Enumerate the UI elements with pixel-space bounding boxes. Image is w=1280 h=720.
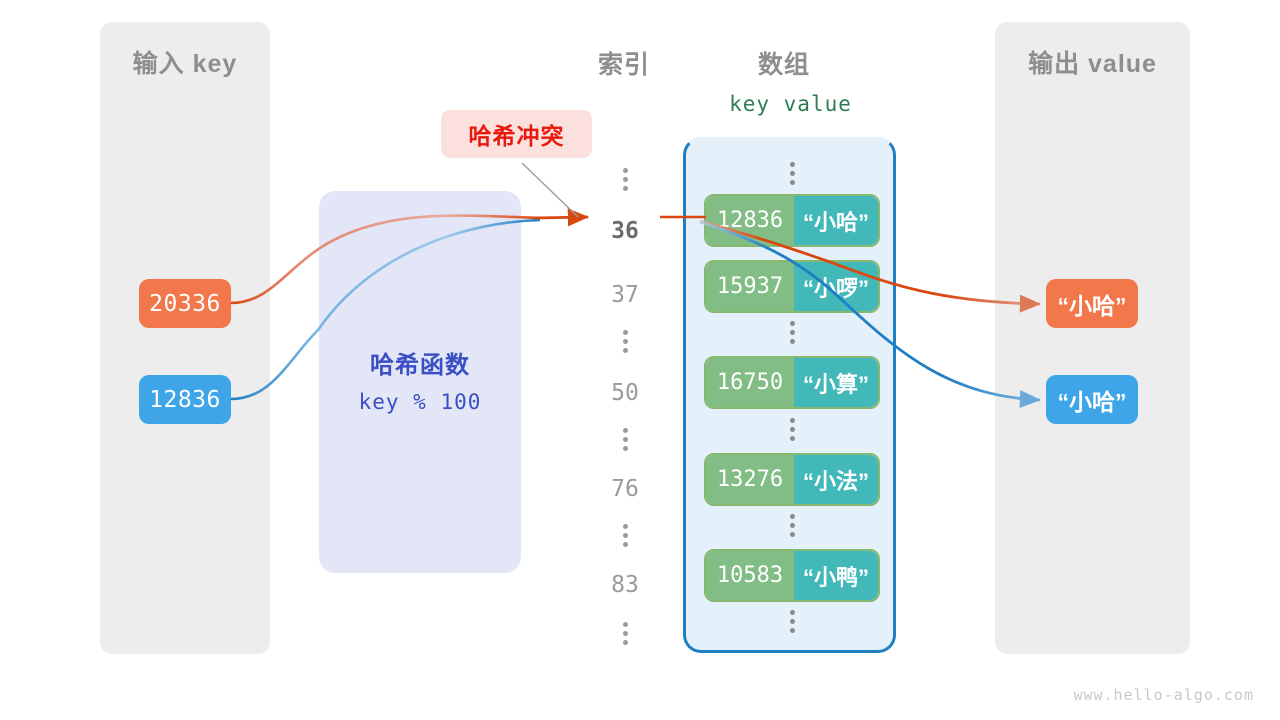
index-column-heading: 索引 bbox=[598, 51, 651, 79]
bucket-ellipsis bbox=[686, 514, 899, 537]
bucket-key: 13276 bbox=[706, 455, 794, 504]
index-ellipsis bbox=[585, 622, 665, 645]
index-ellipsis bbox=[585, 168, 665, 191]
output-value-panel: 输出 value bbox=[995, 22, 1190, 654]
hash-function-expression: key % 100 bbox=[358, 390, 482, 414]
bucket-value: “小鸭” bbox=[793, 551, 878, 600]
bucket-ellipsis bbox=[686, 418, 899, 441]
index-label-37: 37 bbox=[611, 282, 639, 308]
index-ellipsis bbox=[585, 330, 665, 353]
array-column-heading: 数组 bbox=[758, 51, 811, 79]
bucket-key: 10583 bbox=[706, 551, 794, 600]
input-key-0: 20336 bbox=[139, 279, 231, 328]
bucket-row: 10583“小鸭” bbox=[704, 549, 880, 602]
array-container: 12836“小哈” 15937“小啰” 16750“小算” 13276“小法” 1058… bbox=[683, 137, 896, 653]
bucket-key: 15937 bbox=[706, 262, 794, 311]
index-ellipsis bbox=[585, 524, 665, 547]
bucket-row: 12836“小哈” bbox=[704, 194, 880, 247]
bucket-value: “小算” bbox=[793, 358, 878, 407]
bucket-row: 13276“小法” bbox=[704, 453, 880, 506]
hash-collision-callout: 哈希冲突 bbox=[441, 110, 592, 158]
bucket-row: 15937“小啰” bbox=[704, 260, 880, 313]
bucket-value: “小啰” bbox=[793, 262, 878, 311]
output-value-1: “小哈” bbox=[1046, 375, 1138, 424]
index-label-50: 50 bbox=[611, 380, 639, 406]
bucket-value: “小法” bbox=[793, 455, 878, 504]
index-label-83: 83 bbox=[611, 572, 639, 598]
bucket-ellipsis bbox=[686, 321, 899, 344]
hash-function-title: 哈希函数 bbox=[370, 352, 470, 379]
output-panel-title: 输出 value bbox=[1028, 50, 1157, 78]
input-panel-title: 输入 key bbox=[132, 50, 238, 78]
input-key-1: 12836 bbox=[139, 375, 231, 424]
hash-function-box: 哈希函数 key % 100 bbox=[319, 191, 521, 573]
bucket-row: 16750“小算” bbox=[704, 356, 880, 409]
bucket-ellipsis bbox=[686, 610, 899, 633]
index-ellipsis bbox=[585, 428, 665, 451]
index-column: 36 37 50 76 83 bbox=[585, 140, 665, 650]
bucket-key: 12836 bbox=[706, 196, 794, 245]
bucket-key: 16750 bbox=[706, 358, 794, 407]
key-value-heading: key value bbox=[729, 92, 852, 116]
index-label-76: 76 bbox=[611, 476, 639, 502]
bucket-value: “小哈” bbox=[793, 196, 878, 245]
input-key-panel: 输入 key bbox=[100, 22, 270, 654]
output-value-0: “小哈” bbox=[1046, 279, 1138, 328]
bucket-ellipsis bbox=[686, 162, 899, 185]
watermark: www.hello-algo.com bbox=[1073, 686, 1254, 704]
index-label-36: 36 bbox=[611, 218, 639, 244]
